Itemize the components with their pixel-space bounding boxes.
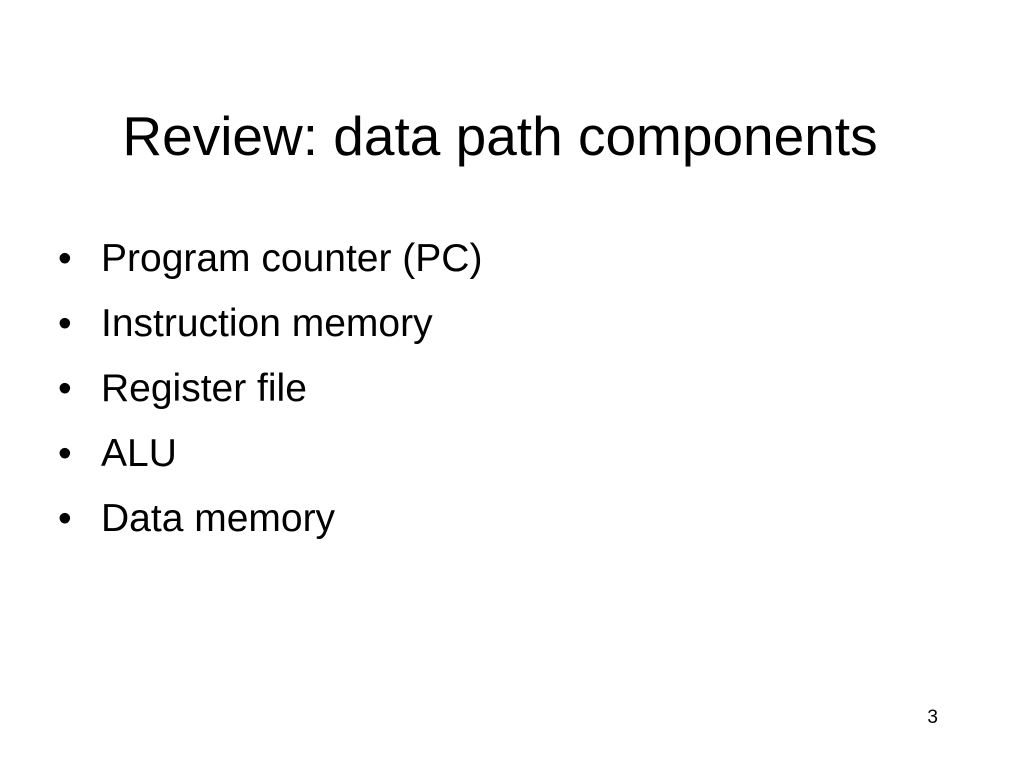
slide-title: Review: data path components xyxy=(122,105,878,167)
bullet-icon: • xyxy=(58,237,72,280)
bullet-text: ALU xyxy=(101,432,177,475)
bullet-icon: • xyxy=(58,367,72,410)
slide-number: 3 xyxy=(927,707,938,728)
bullet-text: Instruction memory xyxy=(101,302,433,345)
bullet-list: • Program counter (PC) • Instruction mem… xyxy=(58,226,482,551)
bullet-text: Data memory xyxy=(101,497,336,540)
bullet-text: Register file xyxy=(101,367,307,410)
bullet-text: Program counter (PC) xyxy=(101,237,483,280)
bullet-icon: • xyxy=(58,302,72,345)
bullet-item: • ALU xyxy=(58,421,482,486)
bullet-icon: • xyxy=(58,497,72,540)
bullet-item: • Data memory xyxy=(58,486,482,551)
bullet-item: • Program counter (PC) xyxy=(58,226,482,291)
bullet-item: • Register file xyxy=(58,356,482,421)
bullet-icon: • xyxy=(58,432,72,475)
bullet-item: • Instruction memory xyxy=(58,291,482,356)
